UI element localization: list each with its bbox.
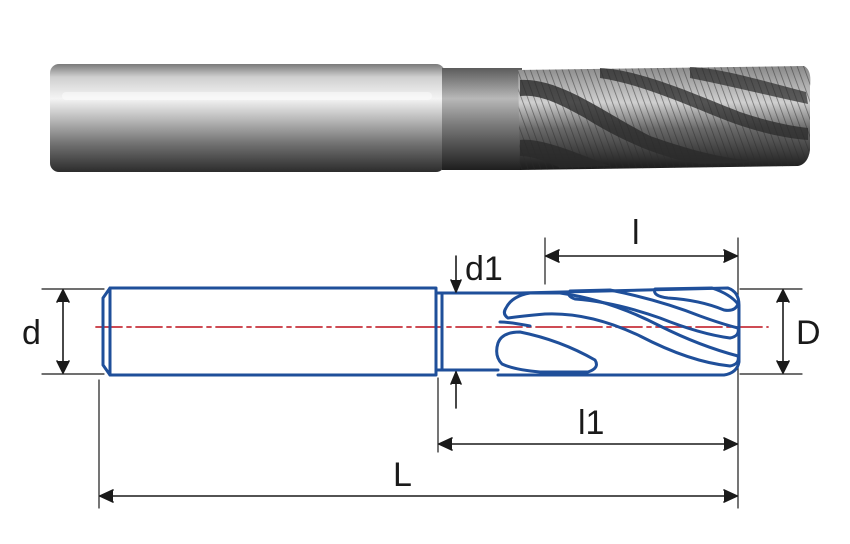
photo-neck bbox=[442, 68, 522, 170]
arrow-d-top bbox=[56, 289, 70, 303]
photo-flute-groove bbox=[520, 79, 760, 164]
outline-neck bbox=[434, 291, 522, 372]
arrow-D-bottom bbox=[776, 360, 790, 374]
dimension-labels: d d1 l D l1 L bbox=[22, 214, 821, 494]
arrow-D-top bbox=[776, 289, 790, 303]
label-l: l bbox=[632, 214, 640, 252]
label-d1: d1 bbox=[465, 250, 503, 288]
label-D: D bbox=[796, 314, 821, 352]
arrow-l1-right bbox=[723, 437, 738, 451]
outline-flute-1 bbox=[502, 291, 740, 368]
arrow-l-right bbox=[723, 249, 738, 263]
outline-flute-3 bbox=[653, 286, 740, 312]
arrow-L-right bbox=[723, 489, 738, 503]
tool-outline bbox=[101, 286, 741, 377]
photo-flute-groove bbox=[600, 68, 808, 140]
label-d: d bbox=[22, 314, 41, 352]
arrow-d1-bottom bbox=[450, 371, 462, 385]
outline-flute-5 bbox=[498, 320, 532, 328]
arrow-d-bottom bbox=[56, 360, 70, 374]
extension-lines bbox=[41, 237, 803, 509]
arrow-l1-left bbox=[438, 437, 453, 451]
outline-shank bbox=[101, 286, 438, 377]
outline-flute-4 bbox=[495, 330, 598, 374]
photo-flute-groove bbox=[690, 67, 808, 104]
outline-flute-2 bbox=[567, 288, 740, 340]
photo-flute-groove bbox=[520, 139, 610, 168]
arrow-L-left bbox=[99, 489, 114, 503]
tool-photo bbox=[50, 64, 811, 172]
arrow-d1-top bbox=[450, 279, 462, 293]
arrow-l-left bbox=[545, 249, 560, 263]
dimension-lines bbox=[56, 249, 790, 503]
photo-flute-serrations bbox=[518, 66, 811, 170]
photo-highlight bbox=[62, 92, 432, 100]
label-L: L bbox=[393, 456, 412, 494]
photo-shank bbox=[50, 64, 445, 172]
technical-drawing: d d1 l D l1 L bbox=[22, 214, 821, 509]
label-l1: l1 bbox=[578, 404, 604, 442]
